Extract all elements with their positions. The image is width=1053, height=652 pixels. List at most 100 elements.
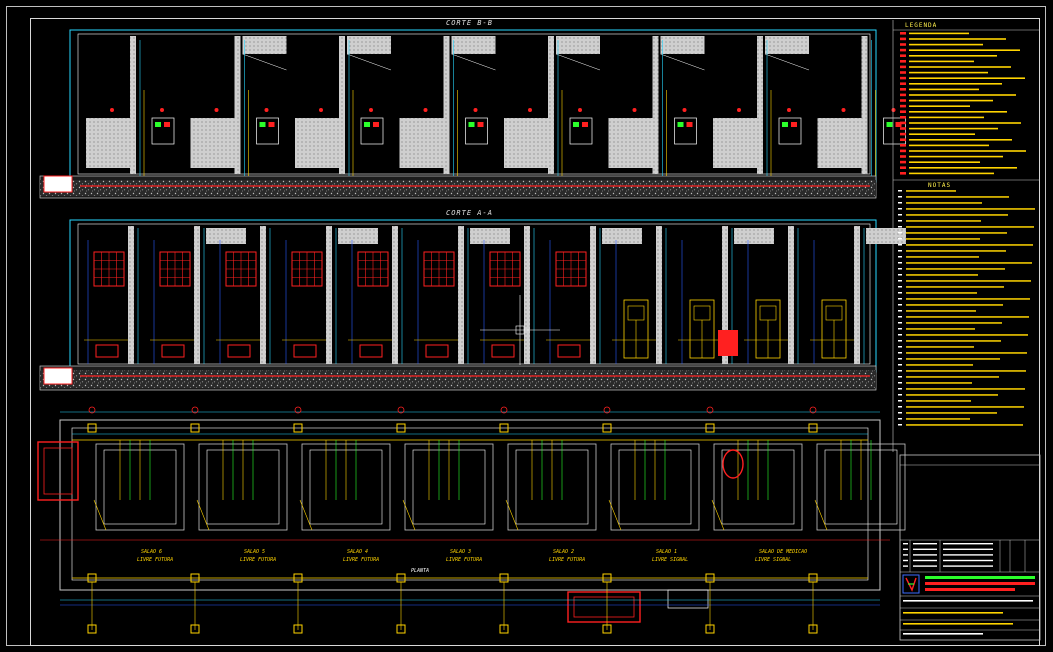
note-number bbox=[898, 418, 902, 420]
partition-wall bbox=[656, 226, 662, 364]
note-text-bar bbox=[906, 232, 1007, 234]
note-number bbox=[898, 238, 902, 240]
meter-cabinet bbox=[151, 117, 175, 145]
note-number bbox=[898, 412, 902, 414]
panel-block bbox=[399, 118, 444, 168]
note-text-bar bbox=[906, 286, 1004, 288]
note-number bbox=[898, 358, 902, 360]
transformer-red bbox=[718, 330, 738, 356]
column-marker bbox=[190, 423, 200, 433]
note-text-bar bbox=[906, 340, 1001, 342]
ceiling-duct bbox=[338, 228, 378, 244]
note-text-bar bbox=[906, 256, 979, 258]
section-aa bbox=[39, 219, 906, 391]
note-number bbox=[898, 268, 902, 270]
note-number bbox=[898, 340, 902, 342]
note-number bbox=[898, 388, 902, 390]
note-text-bar bbox=[906, 280, 1031, 282]
legend-text-bar bbox=[909, 77, 1025, 79]
notes-title: NOTAS bbox=[928, 182, 952, 189]
partition-wall bbox=[548, 36, 554, 174]
panel-block bbox=[86, 118, 130, 168]
partition-wall bbox=[260, 226, 266, 364]
legend-text-bar bbox=[909, 155, 1003, 158]
panel-block bbox=[608, 118, 653, 168]
room-label: SALAO 1 bbox=[656, 549, 678, 555]
legend-panel bbox=[892, 20, 1040, 452]
section-aa-title: CORTE A-A bbox=[446, 209, 493, 217]
crosshair-cursor bbox=[480, 295, 560, 365]
legend-text-bar bbox=[909, 99, 993, 102]
panel-block bbox=[504, 118, 548, 168]
meter-cabinet bbox=[465, 117, 488, 145]
ceiling-duct bbox=[242, 36, 287, 54]
note-text-bar bbox=[906, 220, 981, 222]
partition-wall bbox=[234, 36, 241, 174]
note-text-bar bbox=[906, 310, 976, 312]
legend-symbol bbox=[900, 160, 906, 164]
legend-symbol bbox=[900, 155, 906, 158]
sheet-inner-border bbox=[30, 18, 1040, 646]
legend-text-bar bbox=[909, 167, 1017, 169]
legend-text-bar bbox=[909, 66, 1011, 68]
grid-bubble bbox=[705, 624, 715, 634]
legend-symbol bbox=[900, 71, 906, 74]
note-number bbox=[898, 286, 902, 288]
column-marker bbox=[499, 423, 509, 433]
partition-wall bbox=[590, 226, 596, 364]
legend-text-bar bbox=[909, 161, 980, 163]
column-marker bbox=[396, 423, 406, 433]
note-number bbox=[898, 424, 902, 426]
legend-text-bar bbox=[909, 122, 1021, 124]
panel-block bbox=[295, 118, 339, 168]
legend-symbol bbox=[900, 54, 906, 57]
grid-bubble bbox=[499, 624, 509, 634]
note-number bbox=[898, 220, 902, 222]
partition-wall bbox=[524, 226, 530, 364]
legend-symbol bbox=[900, 166, 906, 169]
legend-text-bar bbox=[909, 43, 983, 46]
legend-symbol bbox=[900, 76, 906, 80]
legend-text-bar bbox=[909, 111, 1007, 113]
legend-text-bar bbox=[909, 116, 984, 119]
note-text-bar bbox=[906, 406, 1024, 408]
partition-wall bbox=[443, 36, 450, 174]
legend-symbol bbox=[900, 110, 906, 113]
section-bb bbox=[39, 29, 906, 199]
note-number bbox=[898, 406, 902, 408]
note-number bbox=[898, 352, 902, 354]
room-sublabel: LIVRE SIGNAL bbox=[652, 557, 689, 563]
partition-wall bbox=[392, 226, 398, 364]
panel-block bbox=[817, 118, 862, 168]
ceiling-duct bbox=[602, 228, 642, 244]
legend-symbol bbox=[900, 32, 906, 35]
base-unit bbox=[557, 344, 581, 358]
meter-cabinet bbox=[569, 117, 593, 145]
note-text-bar bbox=[906, 346, 974, 348]
legend-symbol bbox=[900, 127, 906, 130]
base-unit bbox=[227, 344, 251, 358]
panel-block bbox=[190, 118, 235, 168]
room-sublabel: LIVRE FUTURA bbox=[137, 557, 174, 563]
legend-symbol bbox=[900, 132, 906, 136]
legend-text-bar bbox=[909, 60, 974, 63]
note-text-bar bbox=[906, 202, 982, 204]
note-number bbox=[898, 304, 902, 306]
legend-symbol bbox=[900, 48, 906, 52]
legend-symbol bbox=[900, 172, 906, 175]
partition-wall bbox=[128, 226, 134, 364]
meter-cabinet bbox=[883, 117, 906, 145]
ceiling-duct bbox=[470, 228, 510, 244]
legend-symbol bbox=[900, 99, 906, 102]
company-name-bar bbox=[925, 582, 1035, 585]
base-unit bbox=[425, 344, 449, 358]
room-label: SALAO 3 bbox=[450, 549, 472, 555]
company-name-bar bbox=[925, 588, 1015, 591]
note-text-bar bbox=[906, 316, 1029, 318]
note-number bbox=[898, 226, 902, 228]
note-number bbox=[898, 244, 902, 246]
room-label: SALAO 6 bbox=[141, 549, 163, 555]
legend-symbol bbox=[900, 82, 906, 85]
